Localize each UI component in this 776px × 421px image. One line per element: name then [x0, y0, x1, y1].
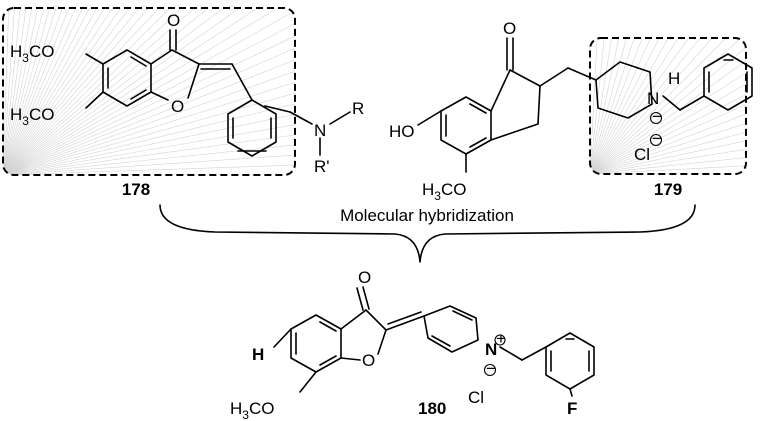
- compound-number-180: 180: [418, 399, 446, 418]
- ring-o-180: O: [362, 351, 375, 370]
- charge-circle-n-180: [494, 334, 506, 346]
- r-group-178: R: [352, 99, 364, 118]
- carbonyl-o-178: O: [167, 11, 180, 30]
- compound-number-179: 179: [654, 180, 682, 199]
- charge-circle-cl-180: [483, 363, 497, 377]
- charge-circle-cl-179: [649, 133, 663, 147]
- structure-178: [85, 29, 351, 157]
- charge-cl-180: −: [486, 359, 496, 378]
- methoxy-179: H3CO: [422, 180, 466, 203]
- charge-n-179: −: [652, 107, 662, 126]
- ammonium-n-179: N: [647, 89, 659, 108]
- counterion-cl-179: Cl: [634, 145, 650, 164]
- methoxy-top-178: H3CO: [10, 42, 54, 65]
- charge-n-180: +: [496, 329, 506, 348]
- counterion-cl-180: Cl: [468, 388, 484, 407]
- highlight-box-179: [589, 37, 747, 175]
- h-substituent-180: H: [252, 345, 264, 364]
- fluoro-180: F: [567, 399, 577, 418]
- highlight-box-178: [2, 7, 296, 176]
- methoxy-bottom-178: H3CO: [10, 105, 54, 128]
- structure-180: [273, 286, 595, 397]
- r-prime-group-178: R': [314, 157, 330, 176]
- ammonium-h-179: H: [668, 69, 680, 88]
- charge-cl-179: −: [652, 129, 662, 148]
- carbonyl-o-179: O: [503, 19, 516, 38]
- amine-n-178: N: [314, 121, 326, 140]
- hybridization-brace: [159, 204, 696, 263]
- hybridization-caption: Molecular hybridization: [340, 206, 514, 225]
- methoxy-180: H3CO: [230, 399, 274, 421]
- pyridinium-n-180: N: [485, 340, 497, 359]
- hydroxy-179: HO: [389, 122, 415, 141]
- ring-o-178: O: [171, 97, 184, 116]
- carbonyl-o-180: O: [358, 268, 371, 287]
- structure-179: [417, 37, 753, 173]
- compound-number-178: 178: [122, 180, 150, 199]
